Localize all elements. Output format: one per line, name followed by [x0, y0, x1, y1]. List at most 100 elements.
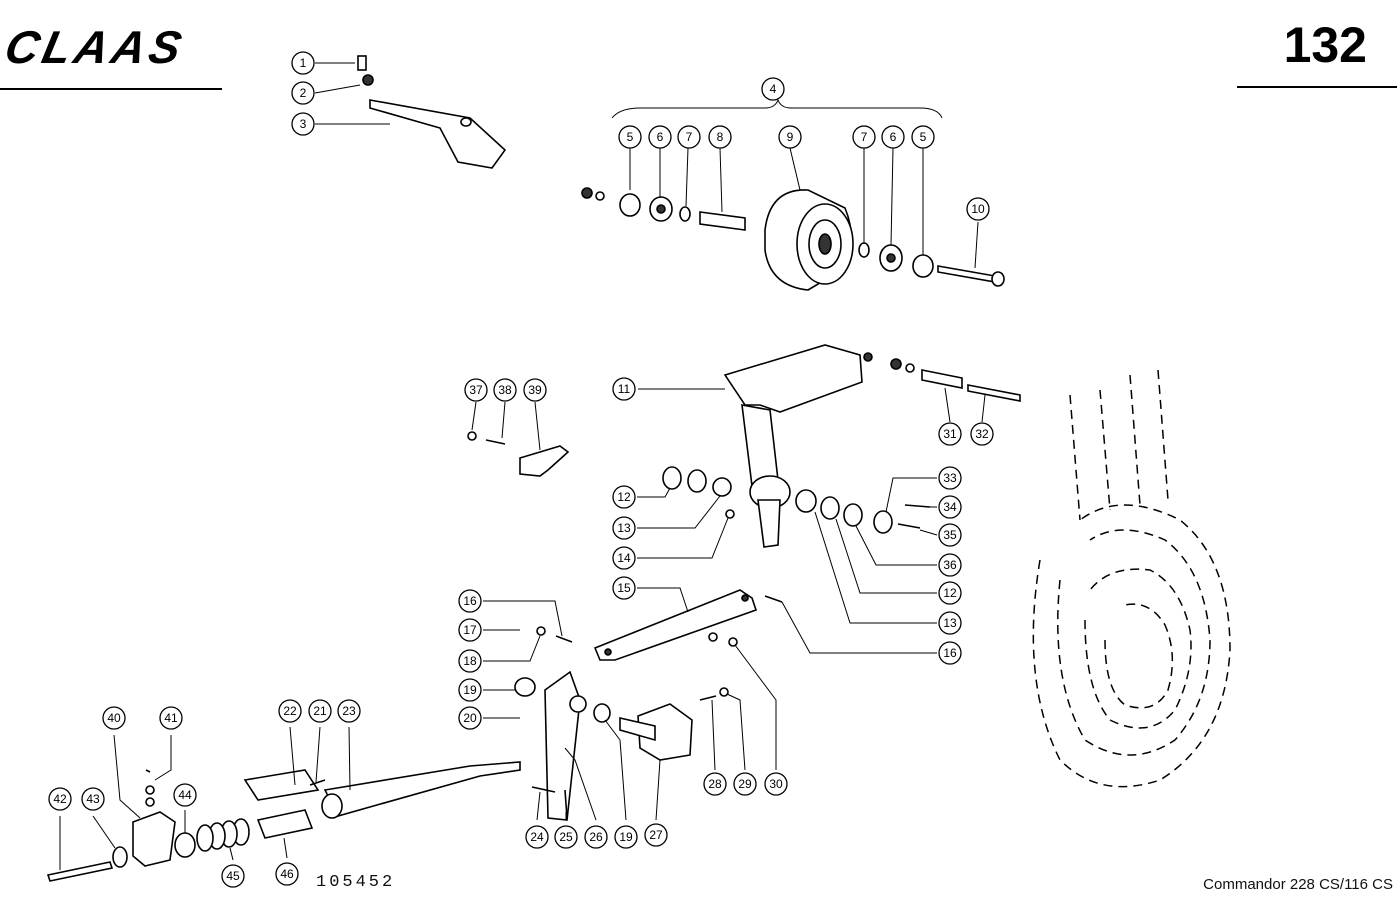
- callout-label: 21: [313, 704, 327, 718]
- callout-43: 43: [81, 787, 105, 811]
- callout-label: 11: [618, 382, 631, 396]
- callout-16: 16: [458, 589, 482, 613]
- callouts: 1 2 3 4 5 6 7 8 9 7 6 5 10 11 37 38 39 3…: [48, 51, 994, 888]
- callout-label: 45: [226, 869, 240, 883]
- callout-7: 7: [677, 125, 701, 149]
- header-rule-right: [1237, 86, 1397, 88]
- callout-6b: 6: [881, 125, 905, 149]
- callout-37: 37: [464, 378, 488, 402]
- callout-10: 10: [966, 197, 990, 221]
- header-rule-left: [0, 88, 222, 90]
- callout-21: 21: [308, 699, 332, 723]
- callout-36: 36: [938, 553, 962, 577]
- callout-label: 15: [617, 581, 631, 595]
- callout-label: 18: [463, 654, 477, 668]
- callout-30: 30: [764, 772, 788, 796]
- callout-9: 9: [778, 125, 802, 149]
- callout-8: 8: [708, 125, 732, 149]
- callout-label: 20: [463, 711, 477, 725]
- callout-24: 24: [525, 825, 549, 849]
- callout-33: 33: [938, 466, 962, 490]
- callout-label: 6: [890, 130, 897, 144]
- part-bushings: [662, 466, 931, 534]
- callout-32: 32: [970, 422, 994, 446]
- callout-27: 27: [644, 823, 668, 847]
- callout-label: 43: [86, 792, 100, 806]
- callout-label: 41: [164, 711, 178, 725]
- callout-label: 9: [787, 130, 794, 144]
- callout-45: 45: [221, 864, 245, 888]
- callout-2: 2: [291, 81, 315, 105]
- callout-label: 10: [971, 202, 985, 216]
- parts-artwork: [46, 55, 1231, 882]
- part-spring-cylinder: [46, 761, 521, 882]
- callout-label: 8: [717, 130, 724, 144]
- callout-19b: 19: [614, 825, 638, 849]
- callout-label: 42: [53, 792, 67, 806]
- callout-label: 34: [943, 500, 957, 514]
- callout-14: 14: [612, 546, 636, 570]
- callout-label: 1: [300, 56, 307, 70]
- callout-42: 42: [48, 787, 72, 811]
- callout-label: 28: [708, 777, 722, 791]
- part-pulley-assembly: [581, 187, 1005, 291]
- callout-18: 18: [458, 649, 482, 673]
- callout-label: 27: [649, 828, 663, 842]
- belt-outline: [1032, 369, 1231, 788]
- callout-7b: 7: [852, 125, 876, 149]
- callout-label: 12: [943, 586, 957, 600]
- callout-46: 46: [275, 862, 299, 886]
- part-tension-bracket: [357, 55, 507, 169]
- callout-25: 25: [554, 825, 578, 849]
- callout-15: 15: [612, 576, 636, 600]
- callout-label: 23: [342, 704, 356, 718]
- callout-4: 4: [761, 77, 785, 101]
- callout-label: 13: [943, 616, 957, 630]
- callout-41: 41: [159, 706, 183, 730]
- callout-26: 26: [584, 825, 608, 849]
- callout-label: 14: [617, 551, 631, 565]
- part-tensioner-arm: [723, 344, 1021, 548]
- callout-40: 40: [102, 706, 126, 730]
- drawing-number: 105452: [316, 873, 396, 892]
- callout-44: 44: [173, 783, 197, 807]
- callout-label: 36: [943, 558, 957, 572]
- callout-label: 2: [300, 86, 307, 100]
- callout-38: 38: [493, 378, 517, 402]
- callout-label: 35: [943, 528, 957, 542]
- model-caption: Commandor 228 CS/116 CS: [1203, 876, 1393, 893]
- callout-35: 35: [938, 523, 962, 547]
- callout-12b: 12: [938, 581, 962, 605]
- callout-19: 19: [458, 678, 482, 702]
- callout-29: 29: [733, 772, 757, 796]
- leader-lines: [59, 62, 986, 870]
- callout-label: 17: [463, 623, 477, 637]
- callout-label: 6: [657, 130, 664, 144]
- callout-label: 38: [498, 383, 512, 397]
- callout-5: 5: [618, 125, 642, 149]
- callout-22: 22: [278, 699, 302, 723]
- part-linkage-rod: [536, 589, 783, 661]
- callout-label: 40: [107, 711, 121, 725]
- callout-label: 32: [975, 427, 989, 441]
- callout-label: 19: [463, 683, 477, 697]
- part-lever: [514, 670, 729, 821]
- callout-23: 23: [337, 699, 361, 723]
- callout-1: 1: [291, 51, 315, 75]
- callout-5b: 5: [911, 125, 935, 149]
- callout-label: 5: [920, 130, 927, 144]
- callout-39: 39: [523, 378, 547, 402]
- page-number: 132: [1283, 17, 1367, 73]
- callout-label: 3: [300, 117, 307, 131]
- callout-28: 28: [703, 772, 727, 796]
- callout-31: 31: [938, 422, 962, 446]
- callout-label: 39: [528, 383, 542, 397]
- part-small-bracket: [467, 431, 570, 477]
- callout-20: 20: [458, 706, 482, 730]
- callout-label: 29: [738, 777, 752, 791]
- callout-3: 3: [291, 112, 315, 136]
- callout-6: 6: [648, 125, 672, 149]
- callout-label: 31: [943, 427, 957, 441]
- callout-34: 34: [938, 495, 962, 519]
- callout-label: 22: [283, 704, 297, 718]
